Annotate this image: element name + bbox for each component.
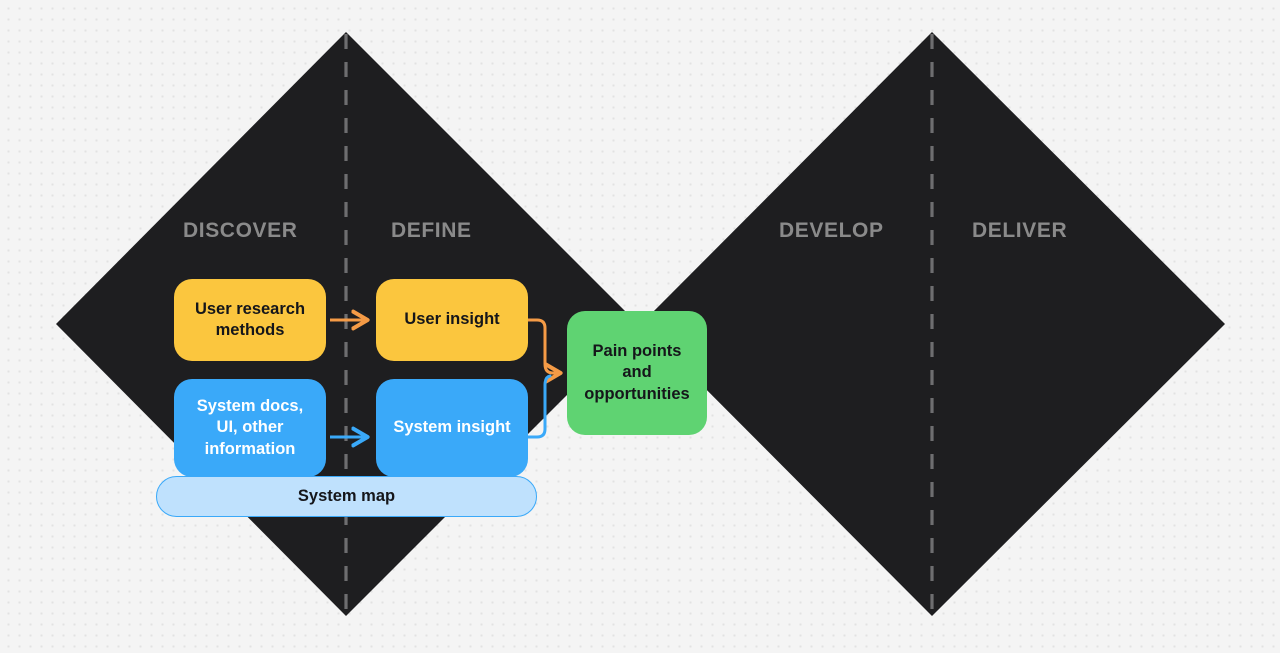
connector-user-insight-to-pain	[526, 318, 560, 373]
connector-system-insight-to-pain	[526, 374, 552, 439]
node-user-research-methods[interactable]: User research methods	[174, 279, 326, 361]
node-system-docs[interactable]: System docs, UI, other information	[174, 379, 326, 477]
node-user-insight[interactable]: User insight	[376, 279, 528, 361]
node-label: Pain points and opportunities	[584, 342, 690, 403]
phase-label-develop: DEVELOP	[779, 219, 884, 242]
node-label: User insight	[404, 310, 500, 329]
phase-label-discover: DISCOVER	[183, 219, 298, 242]
node-system-map[interactable]: System map	[156, 476, 537, 517]
node-label: System docs, UI, other information	[196, 397, 304, 458]
node-label: System insight	[393, 418, 511, 437]
node-label: System map	[297, 487, 396, 505]
node-label: User research methods	[194, 299, 306, 339]
node-system-insight[interactable]: System insight	[376, 379, 528, 477]
phase-label-deliver: DELIVER	[972, 219, 1068, 242]
phase-label-define: DEFINE	[391, 219, 472, 242]
node-pain-points[interactable]: Pain points and opportunities	[567, 311, 707, 435]
